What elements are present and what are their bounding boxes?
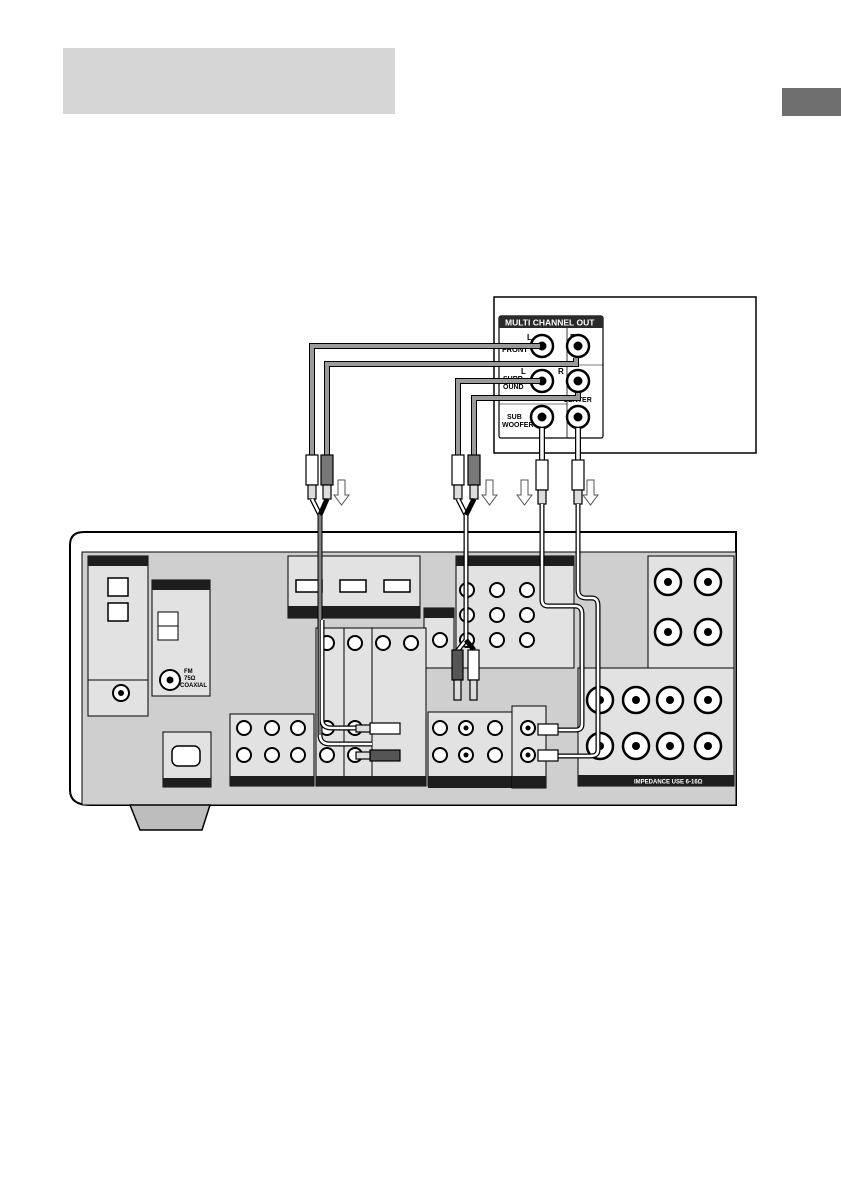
player-panel: MULTI CHANNEL OUT L R FRONT L R SURR OUN… <box>494 297 756 453</box>
sub-label-1: SUB <box>507 414 522 421</box>
fm-label-2: 75Ω <box>184 676 196 682</box>
sub-label-2: WOOFER <box>502 422 534 429</box>
direction-arrows <box>334 480 598 505</box>
receiver-body: FM 75Ω COAXIAL IMPEDANCE USE 6-16Ω <box>70 532 736 830</box>
multi-channel-header: MULTI CHANNEL OUT <box>505 318 595 328</box>
fm-label-3: COAXIAL <box>180 683 207 689</box>
surround-l-mark: L <box>521 367 526 376</box>
impedance-note: IMPEDANCE USE 6-16Ω <box>634 780 703 786</box>
surround-r-mark: R <box>558 367 564 376</box>
surround-label-2: OUND <box>503 384 524 391</box>
fm-label-1: FM <box>184 669 193 675</box>
